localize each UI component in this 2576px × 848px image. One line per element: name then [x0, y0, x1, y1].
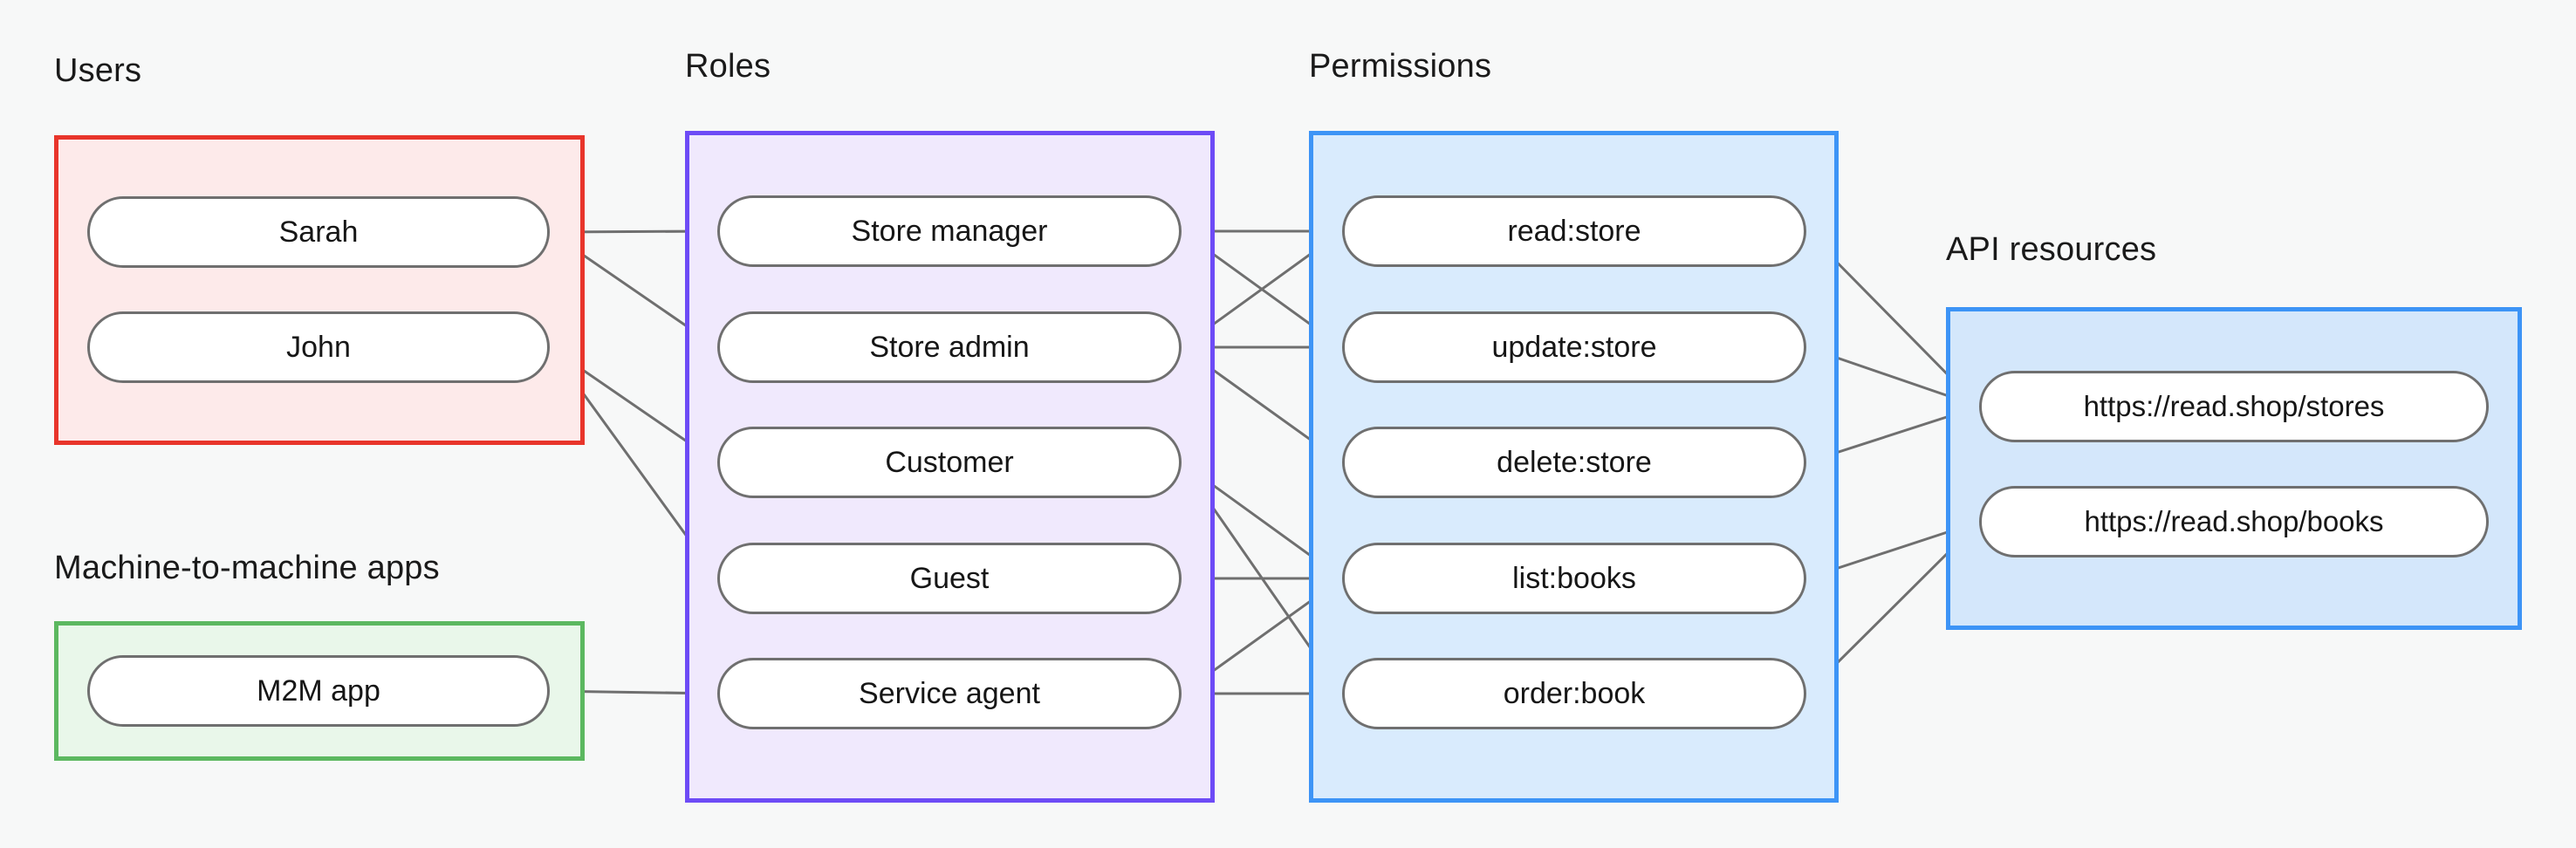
node-resource-stores[interactable]: https://read.shop/stores: [1979, 371, 2489, 442]
node-list-books[interactable]: list:books: [1342, 543, 1806, 614]
node-store-manager[interactable]: Store manager: [717, 195, 1182, 267]
node-update-store[interactable]: update:store: [1342, 311, 1806, 383]
node-guest[interactable]: Guest: [717, 543, 1182, 614]
node-read-store[interactable]: read:store: [1342, 195, 1806, 267]
node-customer[interactable]: Customer: [717, 427, 1182, 498]
group-label-users: Users: [54, 52, 142, 89]
node-service-agent[interactable]: Service agent: [717, 658, 1182, 729]
group-box-api-resources: [1946, 307, 2522, 630]
node-m2m-app[interactable]: M2M app: [87, 655, 550, 727]
node-resource-books[interactable]: https://read.shop/books: [1979, 486, 2489, 557]
group-label-api-resources: API resources: [1946, 231, 2157, 268]
node-order-book[interactable]: order:book: [1342, 658, 1806, 729]
node-john[interactable]: John: [87, 311, 550, 383]
node-store-admin[interactable]: Store admin: [717, 311, 1182, 383]
group-label-permissions: Permissions: [1309, 48, 1492, 85]
group-box-users: [54, 135, 585, 445]
group-label-m2m: Machine-to-machine apps: [54, 550, 440, 586]
node-delete-store[interactable]: delete:store: [1342, 427, 1806, 498]
node-sarah[interactable]: Sarah: [87, 196, 550, 268]
group-label-roles: Roles: [685, 48, 771, 85]
